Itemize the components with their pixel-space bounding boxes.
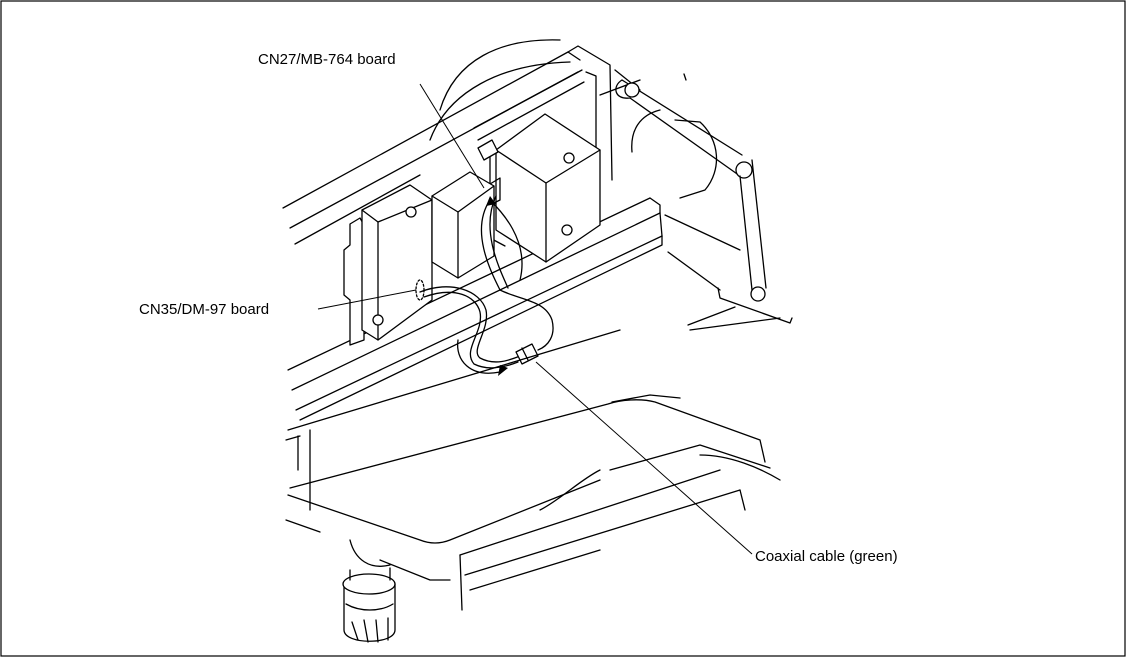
label-cn27-mb764-board: CN27/MB-764 board [258, 52, 396, 67]
base-tray [286, 330, 780, 610]
swing-arm [616, 74, 766, 301]
adjustment-knob [343, 568, 395, 642]
label-cn35-dm97-board: CN35/DM-97 board [139, 302, 269, 317]
right-connector-block [490, 114, 600, 262]
leader-line-coax [536, 362, 752, 554]
label-coaxial-cable: Coaxial cable (green) [755, 549, 898, 564]
left-board [344, 172, 494, 345]
leader-line-cn27 [420, 84, 484, 188]
